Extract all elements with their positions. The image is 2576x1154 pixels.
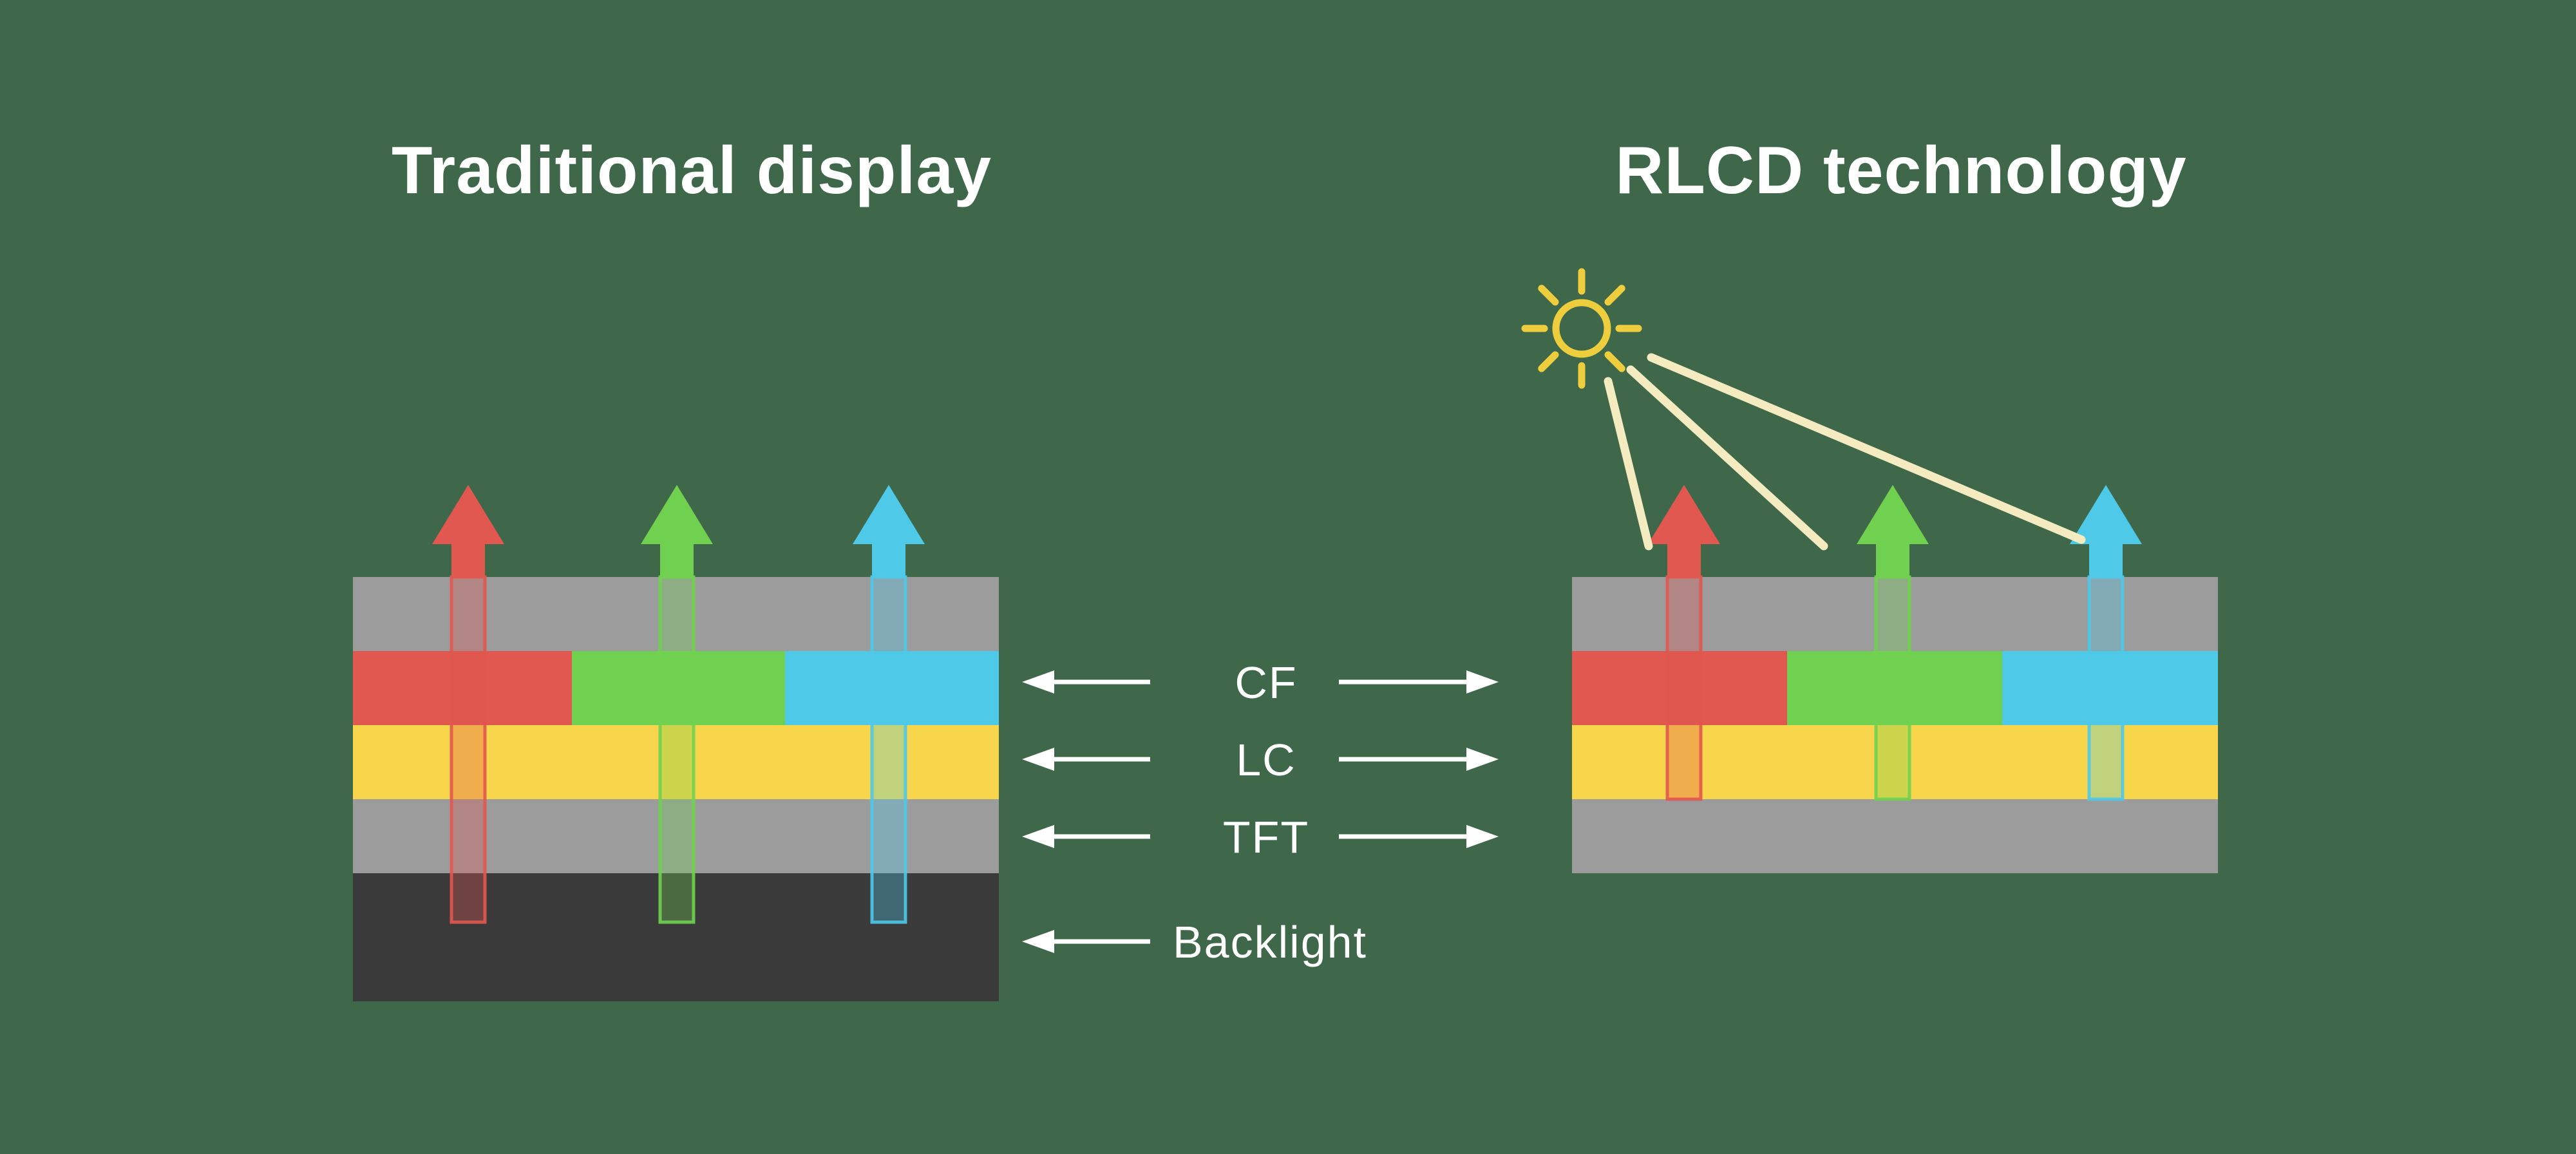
- sun-ray: [1538, 285, 1559, 306]
- lc-right-arrow-head: [1466, 748, 1499, 771]
- right-cf-green-segment: [1787, 651, 2002, 725]
- left-red-arrow-shaft-translucent: [450, 575, 487, 924]
- cf-left-arrow: [1022, 670, 1150, 694]
- right-blue-arrow: [2070, 485, 2142, 801]
- sun-ray: [1604, 351, 1625, 372]
- backlight-left-arrow: [1022, 930, 1150, 953]
- right-red-arrow: [1648, 485, 1720, 801]
- layer-label-row-lc: LC: [1022, 735, 1499, 785]
- right-blue-arrow-shaft-translucent: [2087, 575, 2125, 801]
- left-blue-arrow-head: [853, 485, 925, 544]
- left-tft-layer: [353, 799, 999, 873]
- left-green-arrow-head: [641, 485, 713, 544]
- sun-core: [1552, 299, 1611, 358]
- tft-left-arrow-head: [1022, 825, 1054, 848]
- right-green-arrow-shaft-solid: [1876, 544, 1909, 578]
- right-top-glass-layer: [1572, 577, 2218, 651]
- rlcd-stack: [1572, 577, 2218, 873]
- sun-rays: [1521, 268, 1642, 389]
- right-green-arrow-shaft-translucent: [1874, 575, 1911, 801]
- left-cf-red-segment: [353, 651, 572, 725]
- tft-right-arrow: [1339, 825, 1499, 848]
- right-green-arrow: [1857, 485, 1929, 801]
- right-cf-blue-segment: [2002, 651, 2218, 725]
- cf-left-arrow-head: [1022, 670, 1054, 694]
- left-blue-arrow-shaft-solid: [872, 544, 905, 578]
- left-blue-arrow-shaft-translucent: [870, 575, 907, 924]
- left-top-glass-layer: [353, 577, 999, 651]
- light-beam-1: [1604, 377, 1653, 551]
- left-red-arrow-head: [432, 485, 504, 544]
- backlight-left-arrow-head: [1022, 930, 1054, 953]
- right-red-arrow-shaft-translucent: [1665, 575, 1703, 801]
- left-cf-blue-segment: [785, 651, 999, 725]
- right-cf-red-segment: [1572, 651, 1787, 725]
- left-title: Traditional display: [392, 133, 992, 208]
- left-green-arrow: [641, 485, 713, 924]
- cf-right-arrow: [1339, 670, 1499, 694]
- right-red-arrow-head: [1648, 485, 1720, 544]
- sunlight-beams: [1604, 353, 2086, 551]
- tft-left-arrow: [1022, 825, 1150, 848]
- tft-label: TFT: [1223, 812, 1309, 862]
- cf-label: CF: [1235, 657, 1297, 708]
- light-beam-3: [1647, 353, 2086, 544]
- left-red-arrow-shaft-solid: [451, 544, 485, 578]
- traditional-stack: [353, 577, 999, 1001]
- left-cf-green-segment: [572, 651, 785, 725]
- backlight-label: Backlight: [1173, 917, 1367, 967]
- left-green-arrow-shaft-translucent: [658, 575, 696, 924]
- layer-label-row-cf: CF: [1022, 657, 1499, 708]
- left-lc-layer: [353, 725, 999, 799]
- lc-right-arrow: [1339, 748, 1499, 771]
- light-beam-2: [1626, 365, 1828, 551]
- right-blue-arrow-head: [2070, 485, 2142, 544]
- right-green-arrow-head: [1857, 485, 1929, 544]
- left-red-arrow: [432, 485, 504, 924]
- left-green-arrow-shaft-solid: [660, 544, 694, 578]
- lc-label: LC: [1236, 735, 1296, 785]
- tft-right-arrow-head: [1466, 825, 1499, 848]
- right-tft-layer: [1572, 799, 2218, 873]
- left-backlight-layer: [353, 873, 999, 1001]
- sun-ray: [1604, 285, 1625, 306]
- layer-label-row-tft: TFT: [1022, 812, 1499, 862]
- left-blue-arrow: [853, 485, 925, 924]
- right-title: RLCD technology: [1615, 133, 2186, 208]
- right-blue-arrow-shaft-solid: [2089, 544, 2123, 578]
- sun-icon: [1521, 268, 1642, 389]
- right-lc-layer: [1572, 725, 2218, 799]
- lc-left-arrow-head: [1022, 748, 1054, 771]
- sun-ray: [1538, 351, 1559, 372]
- cf-right-arrow-head: [1466, 670, 1499, 694]
- layer-label-row-backlight: Backlight: [1022, 917, 1367, 967]
- lc-left-arrow: [1022, 748, 1150, 771]
- right-red-arrow-shaft-solid: [1667, 544, 1701, 578]
